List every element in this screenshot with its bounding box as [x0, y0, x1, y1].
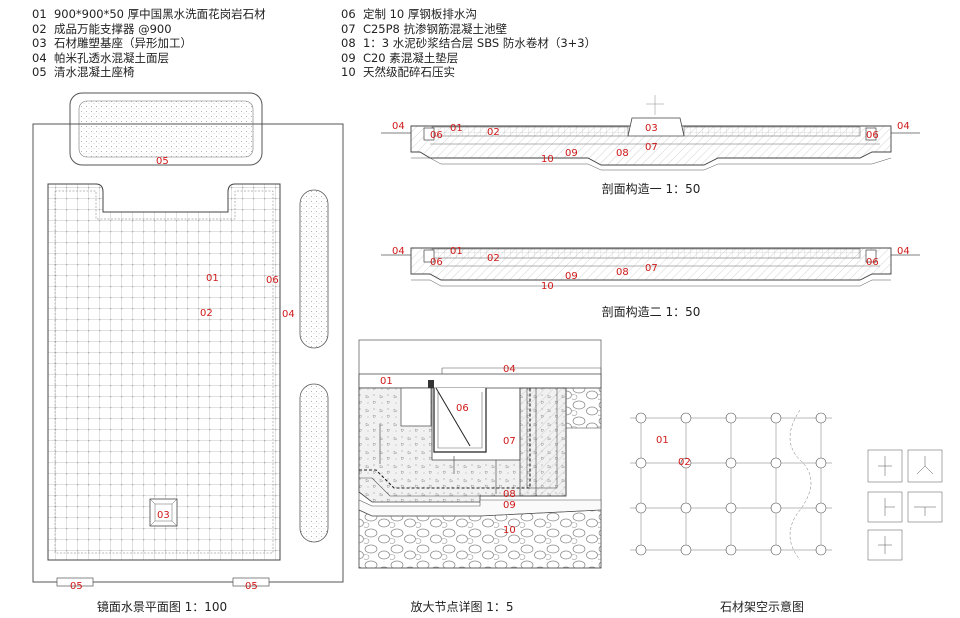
legend-item: 02 成品万能支撑器 @900 — [32, 21, 172, 36]
callout-label: 09 — [503, 500, 516, 511]
callout-label: 10 — [541, 281, 554, 292]
callout-label: 01 — [380, 376, 393, 387]
callout-label: 01 — [450, 123, 463, 134]
legend-left: 01 900*900*50 厚中国黑水洗面花岗岩石材 02 成品万能支撑器 @9… — [32, 7, 266, 80]
callout-label: 07 — [645, 263, 658, 274]
callout-label: 08 — [616, 267, 629, 278]
callout-label: 03 — [645, 123, 658, 134]
section-view-2: 04 01 02 04 06 06 07 08 09 10 — [381, 246, 920, 292]
callout-label: 10 — [503, 525, 516, 536]
caption-stone-frame: 石材架空示意图 — [719, 600, 805, 614]
legend-item: 03 石材雕塑基座（异形加工） — [32, 36, 192, 50]
callout-label: 06 — [866, 257, 879, 268]
callout-label: 06 — [430, 257, 443, 268]
callout-label: 07 — [503, 436, 516, 447]
callout-label: 09 — [565, 148, 578, 159]
stone-frame-view: 01 02 — [630, 409, 943, 561]
legend-item: 04 帕米孔透水混凝土面层 — [32, 50, 169, 65]
callout-label: 06 — [266, 275, 279, 286]
callout-label: 04 — [392, 121, 405, 132]
callout-label: 02 — [678, 457, 691, 468]
legend-item: 10 天然级配碎石压实 — [341, 65, 455, 79]
callout-label: 08 — [503, 489, 516, 500]
legend-item: 05 清水混凝土座椅 — [32, 65, 135, 79]
legend-item: 06 定制 10 厚钢板排水沟 — [341, 7, 477, 21]
callout-label: 01 — [656, 435, 669, 446]
callout-label: 04 — [503, 364, 516, 375]
callout-label: 03 — [157, 510, 170, 521]
callout-label: 06 — [430, 130, 443, 141]
section-view-1: 04 01 02 03 04 06 06 07 08 09 10 — [381, 95, 920, 171]
callout-label: 10 — [541, 154, 554, 165]
caption-detail: 放大节点详图 1：5 — [410, 600, 514, 614]
callout-label: 09 — [565, 271, 578, 282]
caption-section-1: 剖面构造一 1：50 — [601, 182, 701, 196]
callout-label: 05 — [156, 156, 169, 167]
callout-label: 07 — [645, 142, 658, 153]
legend-item: 08 1：3 水泥砂浆结合层 SBS 防水卷材（3+3） — [341, 36, 597, 50]
detail-view: 01 04 06 07 08 09 10 — [358, 339, 602, 569]
callout-label: 05 — [70, 581, 83, 592]
plan-view: 05 01 06 02 04 03 05 05 — [32, 92, 344, 592]
callout-label: 04 — [897, 246, 910, 257]
callout-label: 06 — [456, 403, 469, 414]
callout-label: 02 — [487, 253, 500, 264]
caption-section-2: 剖面构造二 1：50 — [601, 305, 701, 319]
callout-label: 02 — [487, 127, 500, 138]
legend-right: 06 定制 10 厚钢板排水沟 07 C25P8 抗渗钢筋混凝土池壁 08 1：… — [341, 7, 596, 80]
callout-label: 01 — [206, 273, 219, 284]
callout-label: 01 — [450, 246, 463, 257]
callout-label: 08 — [616, 148, 629, 159]
legend-item: 07 C25P8 抗渗钢筋混凝土池壁 — [341, 21, 508, 36]
callout-label: 04 — [897, 121, 910, 132]
legend-item: 01 900*900*50 厚中国黑水洗面花岗岩石材 — [32, 7, 266, 21]
callout-label: 04 — [392, 246, 405, 257]
legend-item: 09 C20 素混凝土垫层 — [341, 50, 459, 65]
callout-label: 04 — [282, 309, 295, 320]
callout-label: 05 — [245, 581, 258, 592]
caption-plan: 镜面水景平面图 1：100 — [96, 600, 228, 614]
callout-label: 06 — [866, 130, 879, 141]
callout-label: 02 — [200, 308, 213, 319]
